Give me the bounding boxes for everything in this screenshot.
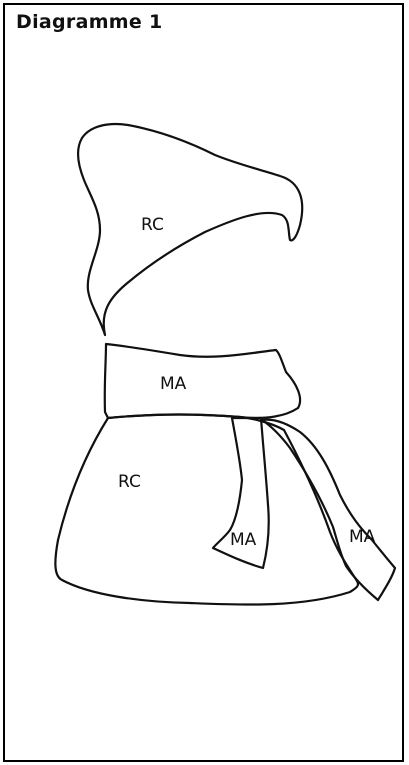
hat-label: RC xyxy=(141,215,164,235)
body-outline xyxy=(54,413,360,606)
scarf-end-left-outline xyxy=(211,416,270,570)
scarf-end-right-label: MA xyxy=(349,527,376,547)
scarf-band-label: MA xyxy=(160,374,187,394)
scarf-end-left-label: MA xyxy=(230,530,257,550)
diagram-title: Diagramme 1 xyxy=(16,11,163,33)
body-label: RC xyxy=(118,472,141,492)
scarf-band-outline xyxy=(103,342,302,420)
hat-outline xyxy=(76,122,304,337)
diagram-frame xyxy=(3,3,404,762)
scarf-end-right-outline xyxy=(260,418,397,602)
